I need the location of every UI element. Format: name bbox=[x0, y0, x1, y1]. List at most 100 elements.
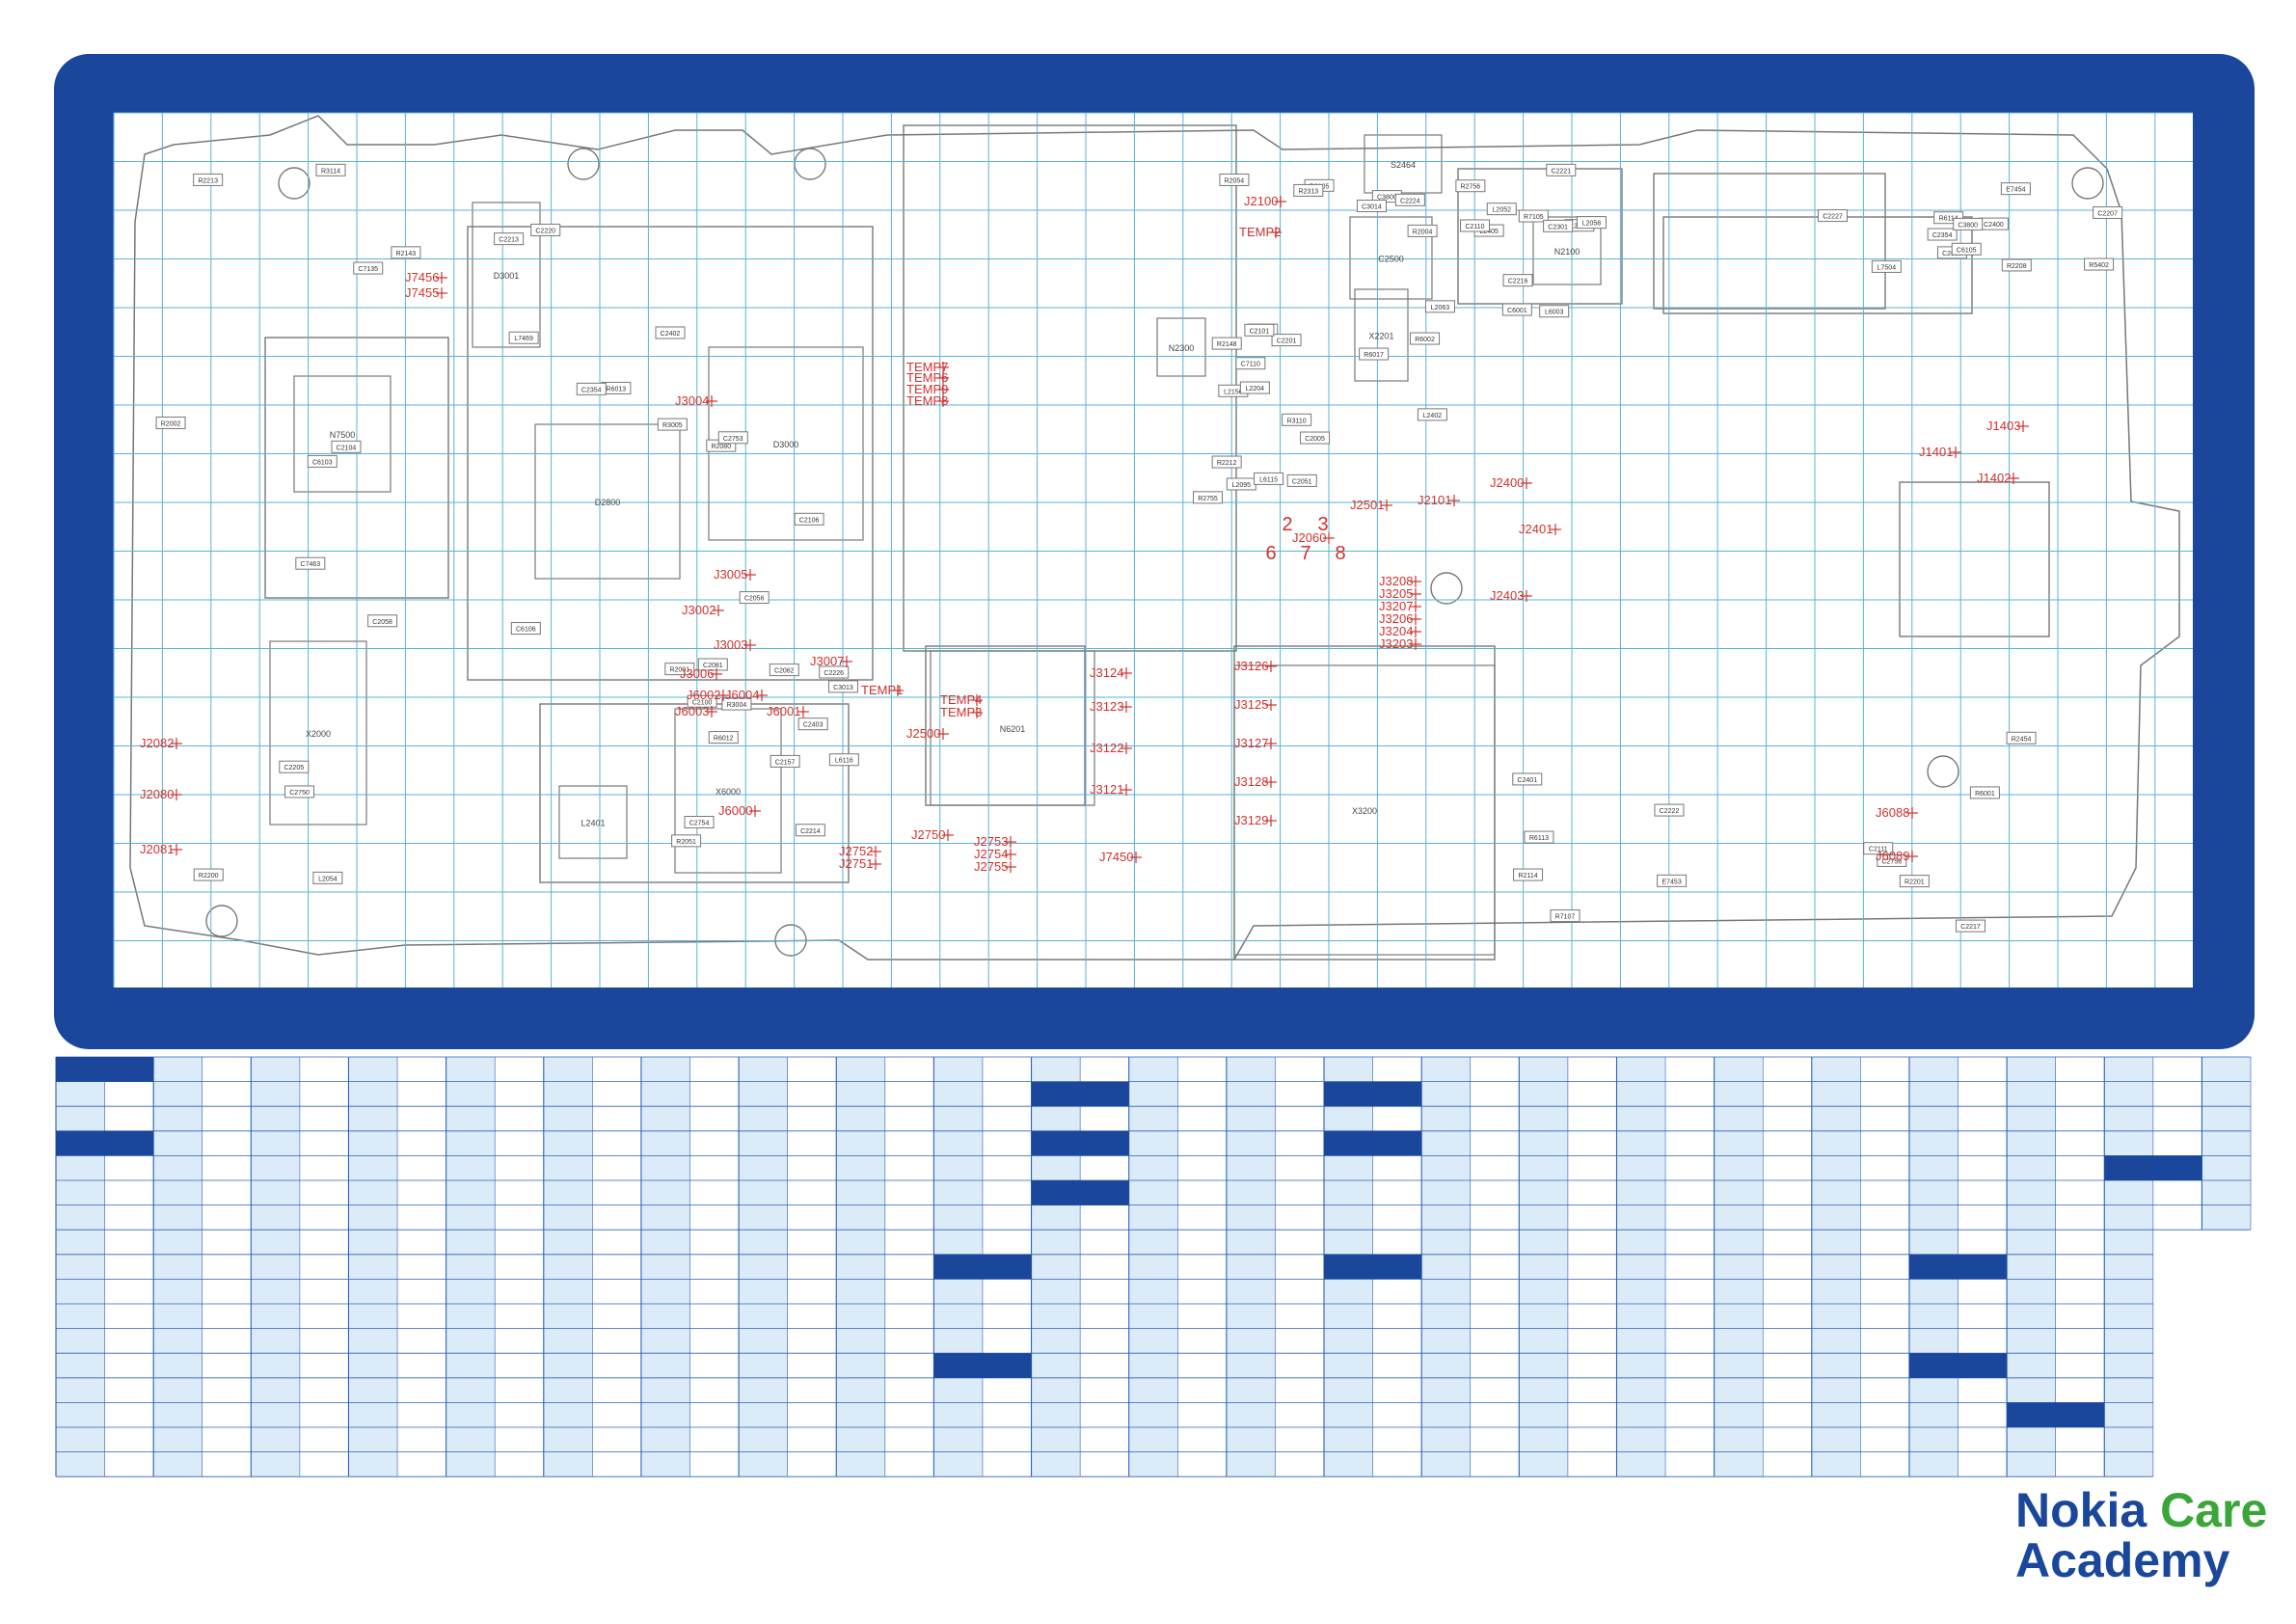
mounting-hole bbox=[567, 148, 600, 180]
small-component: L6116 bbox=[828, 753, 859, 767]
pad-number: 6 bbox=[1265, 543, 1276, 564]
table-dark-bar bbox=[1324, 1254, 1422, 1280]
mounting-hole bbox=[2071, 167, 2104, 200]
small-component: C2213 bbox=[494, 232, 525, 246]
table-cell-bg bbox=[1763, 1057, 1812, 1477]
component-ref: R3110 bbox=[1287, 418, 1307, 424]
component-body bbox=[1349, 216, 1433, 300]
small-component: C2222 bbox=[1654, 803, 1685, 817]
board-block-outline bbox=[539, 703, 850, 883]
test-point-label: TEMP8 bbox=[906, 393, 948, 408]
test-point-label: J6088 bbox=[1876, 805, 1909, 820]
small-component: R2201 bbox=[1899, 875, 1930, 888]
test-point-label: J3208 bbox=[1379, 574, 1413, 588]
small-component: L2063 bbox=[1424, 300, 1455, 313]
table-cell-bg bbox=[1567, 1057, 1617, 1477]
test-point: J7456 bbox=[405, 270, 447, 284]
test-point-label: J3123 bbox=[1090, 699, 1123, 714]
test-point: J2754 bbox=[974, 847, 1016, 861]
component-label: C2500 bbox=[1378, 255, 1404, 264]
test-point: J6000 bbox=[718, 803, 761, 818]
test-point-label: J2081 bbox=[140, 842, 174, 856]
table-shade bbox=[543, 1057, 593, 1477]
test-point: J7450 bbox=[1099, 850, 1142, 864]
test-point: J2100 bbox=[1244, 194, 1286, 208]
component-label: D2800 bbox=[595, 498, 621, 507]
table-cell-bg bbox=[495, 1057, 544, 1477]
test-point-label: J3004 bbox=[675, 393, 709, 408]
small-component: C3014 bbox=[1356, 200, 1387, 213]
test-point-label: J3203 bbox=[1379, 636, 1413, 651]
component-ref: C2217 bbox=[1960, 924, 1981, 931]
table-shade bbox=[1128, 1057, 1178, 1477]
component-ref: R2213 bbox=[198, 177, 218, 184]
small-component: C2227 bbox=[1818, 209, 1849, 223]
test-point-label: J6002 bbox=[687, 688, 720, 702]
table-cell-bg bbox=[1275, 1057, 1325, 1477]
test-point: J3206 bbox=[1379, 611, 1421, 626]
component-boxes bbox=[205, 124, 2104, 961]
test-point: TEMP4 bbox=[940, 692, 983, 707]
test-point-label: J2755 bbox=[974, 859, 1008, 874]
small-component: C6106 bbox=[510, 622, 541, 636]
test-point: J2060 bbox=[1292, 530, 1335, 545]
test-point: J1403 bbox=[1986, 419, 2029, 433]
component-ref: R2001 bbox=[669, 667, 689, 674]
test-point-label: J3129 bbox=[1234, 813, 1268, 827]
small-component: R2212 bbox=[1211, 455, 1242, 469]
test-point-label: J3207 bbox=[1379, 599, 1413, 613]
table-shade bbox=[640, 1057, 690, 1477]
small-component: R6002 bbox=[1410, 332, 1441, 345]
test-point: J3007 bbox=[810, 654, 852, 668]
component-body bbox=[1354, 288, 1409, 382]
test-point-label: J2500 bbox=[906, 726, 940, 741]
component-ref: C2753 bbox=[723, 436, 743, 443]
test-point-label: TEMP6 bbox=[906, 370, 948, 385]
component-ref: R2200 bbox=[199, 873, 219, 880]
board-block-outline bbox=[1899, 481, 2050, 637]
test-point-label: J7450 bbox=[1099, 850, 1133, 864]
component-ref: C3800 bbox=[1958, 222, 1978, 229]
test-point-label: J3125 bbox=[1234, 697, 1268, 712]
component-ref: C2401 bbox=[1517, 777, 1537, 784]
test-point-label: J3007 bbox=[810, 654, 844, 668]
component-body bbox=[930, 650, 1095, 806]
test-point-label: TEMP1 bbox=[861, 683, 903, 697]
small-component: R3005 bbox=[657, 418, 688, 431]
component-ref: L2204 bbox=[1246, 386, 1265, 392]
test-point: J2500 bbox=[906, 726, 949, 741]
component-ref: C3013 bbox=[833, 685, 853, 691]
small-component: C2100 bbox=[687, 694, 717, 708]
small-component: C2354 bbox=[1927, 228, 1958, 241]
component-ref: C6103 bbox=[312, 459, 333, 466]
component-ref: C2081 bbox=[703, 663, 723, 669]
nokia-care-academy-logo: Nokia Care Academy bbox=[2015, 1485, 2276, 1585]
small-component: C2220 bbox=[530, 223, 561, 236]
board-block-outline bbox=[1662, 216, 1973, 314]
small-component: R7107 bbox=[1550, 909, 1580, 923]
mounting-hole bbox=[278, 167, 311, 200]
component-label: N2300 bbox=[1169, 343, 1195, 353]
test-point: J3005 bbox=[714, 567, 756, 582]
table-shade bbox=[446, 1057, 496, 1477]
test-point: TEMP7 bbox=[906, 360, 949, 374]
table-shade bbox=[1616, 1057, 1666, 1477]
test-point-label: J2403 bbox=[1490, 588, 1524, 603]
component-ref: R6013 bbox=[607, 386, 627, 392]
table-shade bbox=[251, 1057, 300, 1477]
small-component: C2401 bbox=[1512, 772, 1543, 786]
component-label: D3000 bbox=[773, 440, 799, 449]
test-point-label: J3006 bbox=[680, 666, 714, 681]
component-ref: L7504 bbox=[1877, 264, 1897, 271]
component-label: X2000 bbox=[306, 729, 331, 739]
small-component: C7463 bbox=[295, 556, 326, 570]
test-point-label: J1402 bbox=[1977, 471, 2011, 485]
test-point: J6002 bbox=[687, 688, 729, 702]
table-dark-bar bbox=[1908, 1254, 2008, 1280]
small-component: R2208 bbox=[2001, 258, 2032, 272]
small-component: C2221 bbox=[1546, 163, 1577, 176]
component-ref: C2207 bbox=[2097, 210, 2118, 217]
test-point: J3006 bbox=[680, 666, 722, 681]
component-ref: L6003 bbox=[1545, 310, 1564, 316]
